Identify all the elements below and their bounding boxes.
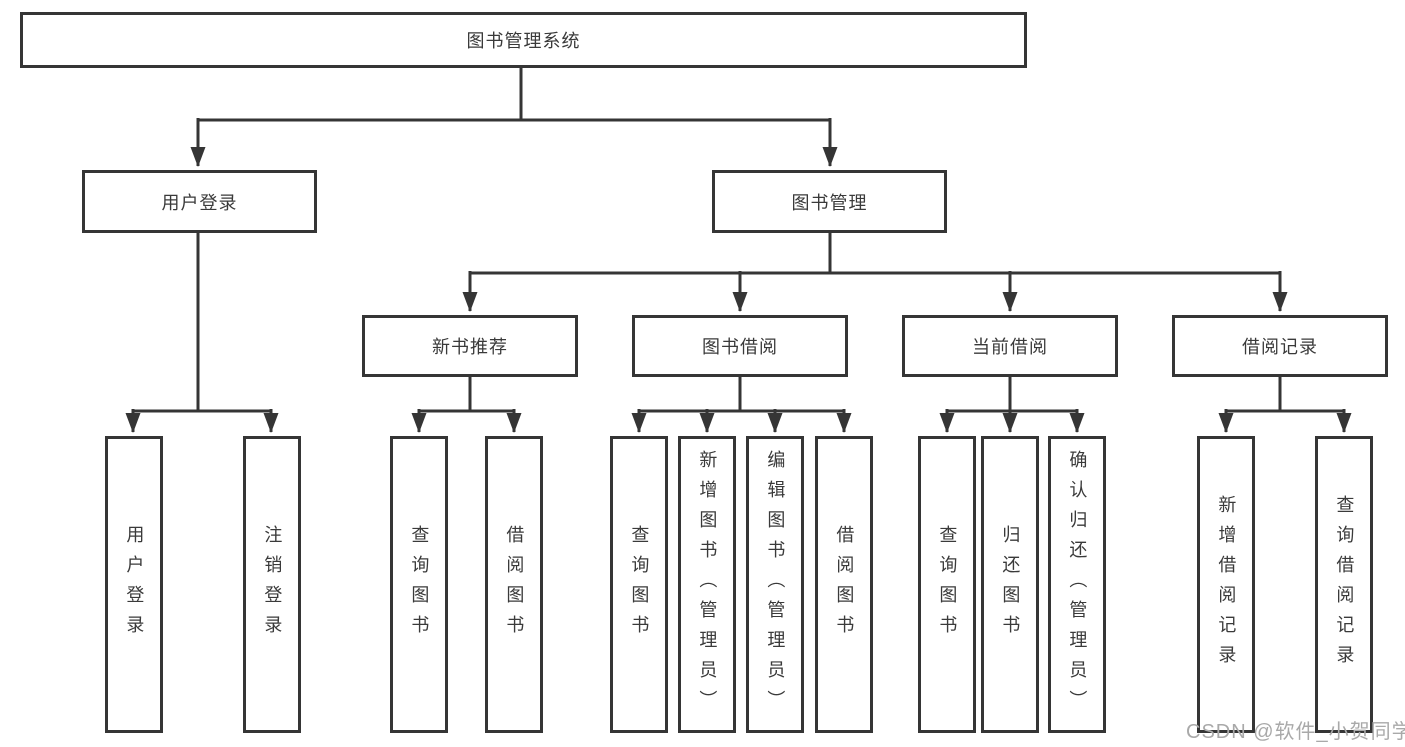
node-borrowing-records-label: 借阅记录 (1242, 337, 1318, 357)
node-leaf-add-borrow-record-label: 新增借阅记录 (1216, 494, 1237, 675)
node-book-borrowing: 图书借阅 (632, 315, 848, 377)
node-leaf-user-login: 用户登录 (105, 436, 163, 733)
node-leaf-query-books-current: 查询图书 (918, 436, 976, 733)
node-leaf-logout: 注销登录 (243, 436, 301, 733)
node-leaf-query-books-recommend-label: 查询图书 (409, 524, 430, 645)
node-leaf-return-books-label: 归还图书 (1000, 524, 1021, 645)
node-book-management-system: 图书管理系统 (20, 12, 1027, 68)
node-leaf-borrow-books-borrowing-label: 借阅图书 (834, 524, 855, 645)
csdn-watermark: CSDN @软件_小贺同学 (1186, 721, 1405, 743)
node-leaf-return-books: 归还图书 (981, 436, 1039, 733)
node-leaf-logout-label: 注销登录 (262, 524, 283, 645)
node-book-borrowing-label: 图书借阅 (702, 337, 778, 357)
node-borrowing-records: 借阅记录 (1172, 315, 1388, 377)
node-leaf-borrow-books-recommend-label: 借阅图书 (504, 524, 525, 645)
node-leaf-query-books-current-label: 查询图书 (937, 524, 958, 645)
node-leaf-add-borrow-record: 新增借阅记录 (1197, 436, 1255, 733)
node-leaf-user-login-label: 用户登录 (124, 524, 145, 645)
node-leaf-edit-book-admin-label: 编辑图书（管理员） (765, 449, 786, 720)
node-current-borrowing: 当前借阅 (902, 315, 1118, 377)
node-new-book-recommendation-label: 新书推荐 (432, 337, 508, 357)
node-leaf-borrow-books-borrowing: 借阅图书 (815, 436, 873, 733)
node-leaf-edit-book-admin: 编辑图书（管理员） (746, 436, 804, 733)
node-user-login: 用户登录 (82, 170, 317, 233)
node-leaf-borrow-books-recommend: 借阅图书 (485, 436, 543, 733)
node-book-management: 图书管理 (712, 170, 947, 233)
node-leaf-query-books-borrowing-label: 查询图书 (629, 524, 650, 645)
node-leaf-confirm-return-admin-label: 确认归还（管理员） (1067, 449, 1088, 720)
node-leaf-add-book-admin: 新增图书（管理员） (678, 436, 736, 733)
node-leaf-confirm-return-admin: 确认归还（管理员） (1048, 436, 1106, 733)
node-leaf-query-books-recommend: 查询图书 (390, 436, 448, 733)
node-book-management-system-label: 图书管理系统 (466, 31, 581, 51)
node-new-book-recommendation: 新书推荐 (362, 315, 578, 377)
node-leaf-add-book-admin-label: 新增图书（管理员） (697, 449, 718, 720)
node-user-login-label: 用户登录 (161, 192, 238, 213)
node-book-management-label: 图书管理 (791, 192, 868, 213)
node-leaf-query-borrow-record-label: 查询借阅记录 (1334, 494, 1355, 675)
node-leaf-query-books-borrowing: 查询图书 (610, 436, 668, 733)
node-current-borrowing-label: 当前借阅 (972, 337, 1048, 357)
node-leaf-query-borrow-record: 查询借阅记录 (1315, 436, 1373, 733)
